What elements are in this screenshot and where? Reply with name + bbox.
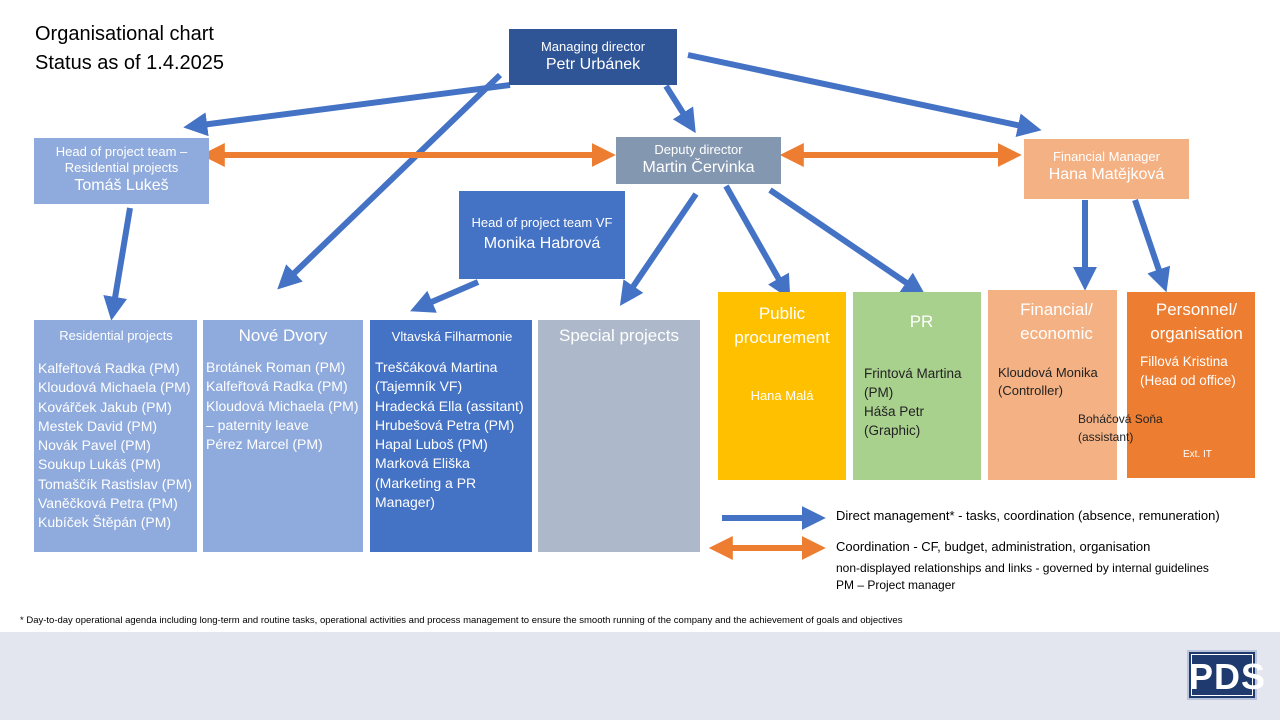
dept-residential-title: Residential projects	[59, 328, 173, 343]
dept-vltavska: Vltavská Filharmonie Treščáková Martina …	[370, 320, 532, 552]
footnote: * Day-to-day operational agenda includin…	[20, 615, 903, 626]
financial-manager-name: Hana Matějková	[1048, 166, 1165, 183]
dept-procurement-title-line2: procurement	[734, 328, 830, 347]
dept-personnel-member-line1: Fillová Kristina	[1140, 354, 1228, 369]
financial-assistant-name: Boháčová Soňa	[1078, 412, 1163, 426]
arrow-deputy-to-special	[619, 192, 699, 306]
dept-personnel: Personnel/ organisation Fillová Kristina…	[1127, 292, 1255, 478]
head-residential-box: Head of project team – Residential proje…	[34, 138, 209, 204]
member-item: Kovářček Jakub (PM)	[38, 398, 172, 415]
head-vf-role: Head of project team VF	[471, 215, 613, 230]
managing-director-role: Managing director	[540, 39, 646, 54]
dept-financial-member1-line1: Kloudová Monika	[998, 365, 1098, 380]
financial-manager-box: Financial Manager Hana Matějková	[1024, 139, 1189, 199]
dept-pr-member2-line1: Háša Petr	[864, 404, 925, 419]
member-item: Novák Pavel (PM)	[38, 437, 151, 454]
legend-coordination-text: Coordination - CF, budget, administratio…	[836, 539, 1151, 554]
arrow-md-to-financial-manager	[687, 52, 1042, 137]
dept-public-procurement: Public procurement Hana Malá	[718, 292, 846, 480]
dept-special-title: Special projects	[558, 326, 679, 345]
dept-financial-title-line2: economic	[1020, 324, 1093, 343]
dept-pr: PR Frintová Martina (PM) Háša Petr (Grap…	[853, 292, 981, 480]
head-vf-box: Head of project team VF Monika Habrová	[459, 191, 625, 279]
chart-title-line1: Organisational chart	[35, 23, 214, 45]
member-item: Tomaščík Rastislav (PM)	[38, 475, 193, 492]
dept-personnel-title-line2: organisation	[1150, 324, 1243, 343]
arrow-deputy-to-procurement	[723, 184, 791, 300]
member-item: Kalfeřtová Radka (PM)	[38, 360, 180, 376]
managing-director-name: Petr Urbánek	[545, 56, 641, 73]
footer-band	[0, 632, 1280, 720]
arrow-deputy-to-pr	[768, 187, 926, 297]
dept-pr-member2-line2: (Graphic)	[864, 423, 921, 438]
dept-financial-title-line1: Financial/	[1020, 300, 1093, 319]
member-item: Pérez Marcel (PM)	[206, 436, 323, 453]
dept-nove-dvory: Nové Dvory Brotánek Roman (PM) Kalfeřtová…	[203, 320, 363, 552]
member-item: Vaněčková Petra (PM)	[38, 495, 178, 512]
arrow-head-vf-to-vltavska	[410, 279, 480, 313]
dept-procurement-member: Hana Malá	[750, 388, 814, 403]
legend-direct-text: Direct management* - tasks, coordination…	[836, 508, 1220, 523]
managing-director-box: Managing director Petr Urbánek	[509, 29, 677, 85]
dept-personnel-title-line1: Personnel/	[1155, 300, 1238, 319]
dept-pr-title: PR	[909, 312, 934, 331]
arrow-fm-to-personnel	[1132, 199, 1171, 293]
arrow-md-to-residential-head	[183, 82, 511, 137]
member-item: Hapal Luboš (PM)	[375, 436, 488, 453]
dept-residential-members: Kalfeřtová Radka (PM) Kloudová Michaela (…	[38, 359, 194, 533]
deputy-director-name: Martin Červinka	[642, 159, 755, 176]
dept-pr-member1-line2: (PM)	[864, 385, 894, 400]
financial-assistant-role: (assistant)	[1078, 430, 1134, 444]
member-item: Soukup Lukáš (PM)	[38, 456, 161, 473]
head-vf-name: Monika Habrová	[483, 235, 601, 252]
ext-it-label: Ext. IT	[1183, 449, 1212, 460]
member-item: Brotánek Roman (PM)	[206, 359, 346, 375]
dept-special: Special projects	[538, 320, 700, 552]
financial-manager-role: Financial Manager	[1053, 149, 1160, 164]
member-item: Marková Eliška (Marketing a PR Manager)	[375, 455, 477, 511]
member-item: Hrubešová Petra (PM)	[375, 416, 515, 433]
member-item: Kloudová Michaela (PM)	[38, 379, 191, 396]
member-item: Mestek David (PM)	[38, 417, 158, 434]
member-item: Kalfeřtová Radka (PM)	[206, 378, 348, 395]
member-item: Kubíček Štěpán (PM)	[38, 514, 172, 531]
chart-title: Organisational chart Status as of 1.4.20…	[35, 20, 224, 78]
deputy-director-role: Deputy director	[654, 142, 743, 157]
dept-financial-member1-line2: (Controller)	[998, 383, 1064, 398]
dept-nove-dvory-members: Brotánek Roman (PM) Kalfeřtová Radka (PM)…	[206, 358, 360, 454]
dept-personnel-member-line2: (Head od office)	[1140, 373, 1236, 388]
dept-nove-dvory-title: Nové Dvory	[238, 326, 328, 345]
member-item: Treščáková Martina (Tajemník VF)	[375, 359, 498, 395]
financial-assistant: Boháčová Soňa (assistant)	[1078, 410, 1163, 446]
head-residential-name: Tomáš Lukeš	[74, 177, 169, 194]
head-residential-role-line2: Residential projects	[64, 160, 179, 175]
chart-subtitle-date: Status as of 1.4.2025	[35, 52, 225, 74]
legend-note-relationships: non-displayed relationships and links - …	[836, 561, 1209, 575]
pds-logo: PDS	[1187, 650, 1265, 700]
dept-residential: Residential projects Kalfeřtová Radka (P…	[34, 320, 197, 552]
dept-pr-member1-line1: Frintová Martina	[864, 366, 962, 381]
member-item: Kloudová Michaela (PM) – paternity leave	[206, 397, 359, 433]
dept-financial: Financial/ economic Kloudová Monika (Con…	[988, 290, 1117, 480]
dept-vltavska-title: Vltavská Filharmonie	[391, 329, 513, 344]
deputy-director-box: Deputy director Martin Červinka	[616, 137, 781, 184]
arrow-residential-head-to-dept	[103, 207, 133, 321]
member-item: Hradecká Ella (assitant)	[375, 397, 524, 414]
dept-procurement-title-line1: Public	[758, 304, 806, 323]
head-residential-role-line1: Head of project team –	[55, 144, 188, 159]
arrow-md-to-nove-dvory	[277, 72, 503, 290]
arrow-md-to-deputy	[663, 84, 696, 134]
legend-note-pm: PM – Project manager	[836, 578, 956, 592]
dept-vltavska-members: Treščáková Martina (Tajemník VF) Hradecká…	[375, 358, 529, 512]
